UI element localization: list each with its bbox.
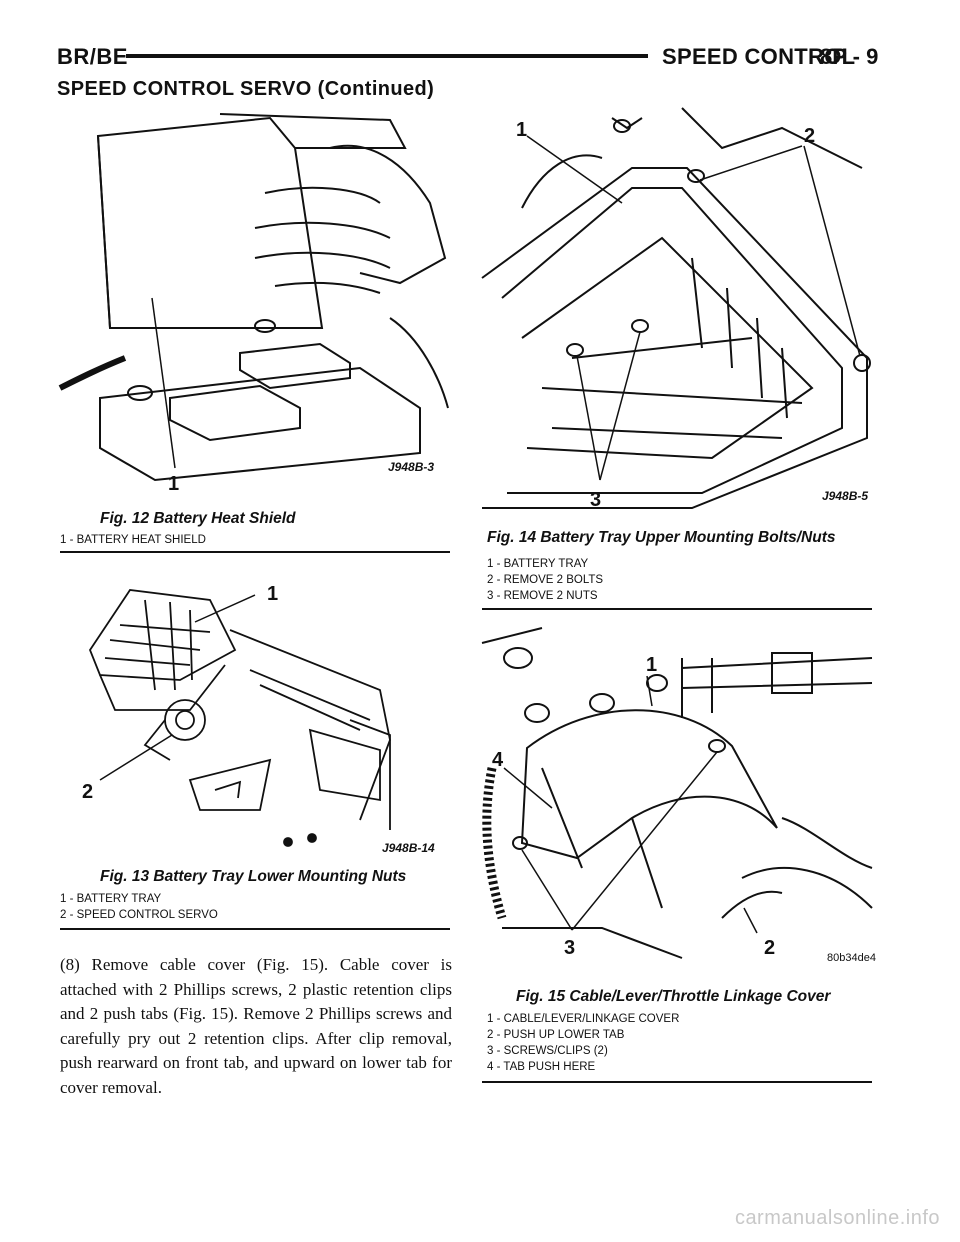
fig13-callout-2: 2 xyxy=(82,781,93,803)
fig15-figure-code: 80b34de4 xyxy=(827,952,876,964)
fig13-legend: 1 - BATTERY TRAY 2 - SPEED CONTROL SERVO xyxy=(60,891,218,923)
fig12-legend: 1 - BATTERY HEAT SHIELD xyxy=(60,532,206,548)
fig12-illustration: 1 J948B-3 xyxy=(58,108,450,500)
fig12-figure-code: J948B-3 xyxy=(388,460,434,474)
fig15-callout-4: 4 xyxy=(492,749,504,771)
fig14-legend-item: 3 - REMOVE 2 NUTS xyxy=(487,590,598,602)
fig14-callout-2: 2 xyxy=(804,125,815,147)
fig14-rule xyxy=(482,608,872,610)
fig14-figure-code: J948B-5 xyxy=(822,489,868,503)
fig14-callout-3: 3 xyxy=(590,489,601,511)
fig12-callout-1: 1 xyxy=(168,473,179,495)
fig14-legend-item: 1 - BATTERY TRAY xyxy=(487,558,589,570)
fig15-callout-1: 1 xyxy=(646,654,657,676)
fig12-rule xyxy=(60,551,450,553)
fig13-legend-item: 2 - SPEED CONTROL SERVO xyxy=(60,909,218,921)
fig15-rule xyxy=(482,1081,872,1083)
fig15-legend: 1 - CABLE/LEVER/LINKAGE COVER 2 - PUSH U… xyxy=(487,1011,679,1075)
fig15-callout-2: 2 xyxy=(764,937,775,959)
fig13-callout-1: 1 xyxy=(267,583,278,605)
fig13-illustration: 1 2 J948B-14 xyxy=(60,570,450,862)
fig15-illustration: 1 2 3 4 80b34de4 xyxy=(481,627,876,973)
fig12-legend-item: 1 - BATTERY HEAT SHIELD xyxy=(60,534,206,546)
fig13-caption: Fig. 13 Battery Tray Lower Mounting Nuts xyxy=(100,868,407,885)
fig12-caption: Fig. 12 Battery Heat Shield xyxy=(100,510,296,527)
continued-section-title: SPEED CONTROL SERVO (Continued) xyxy=(57,78,435,100)
fig15-legend-item: 4 - TAB PUSH HERE xyxy=(487,1061,596,1073)
fig13-rule xyxy=(60,928,450,930)
header-model: BR/BE xyxy=(57,44,128,69)
fig13-legend-item: 1 - BATTERY TRAY xyxy=(60,893,162,905)
header-section: SPEED CONTROL xyxy=(662,44,856,69)
fig15-legend-item: 1 - CABLE/LEVER/LINKAGE COVER xyxy=(487,1013,680,1025)
fig15-legend-item: 3 - SCREWS/CLIPS (2) xyxy=(487,1045,608,1057)
fig15-legend-item: 2 - PUSH UP LOWER TAB xyxy=(487,1029,625,1041)
fig14-callout-1: 1 xyxy=(516,119,527,141)
site-watermark: carmanualsonline.info xyxy=(734,1207,940,1229)
fig14-legend-item: 2 - REMOVE 2 BOLTS xyxy=(487,574,604,586)
fig13-figure-code: J948B-14 xyxy=(382,841,435,855)
fig15-caption: Fig. 15 Cable/Lever/Throttle Linkage Cov… xyxy=(516,988,831,1005)
fig14-illustration: 1 2 3 J948B-5 xyxy=(481,107,872,511)
header-rule xyxy=(126,54,648,58)
header-page-number: 8P - 9 xyxy=(820,44,879,69)
procedure-step-8: (8) Remove cable cover (Fig. 15). Cable … xyxy=(60,955,452,1097)
fig15-callout-3: 3 xyxy=(564,937,575,959)
fig14-caption: Fig. 14 Battery Tray Upper Mounting Bolt… xyxy=(487,529,836,546)
fig14-legend: 1 - BATTERY TRAY 2 - REMOVE 2 BOLTS 3 - … xyxy=(487,556,603,604)
